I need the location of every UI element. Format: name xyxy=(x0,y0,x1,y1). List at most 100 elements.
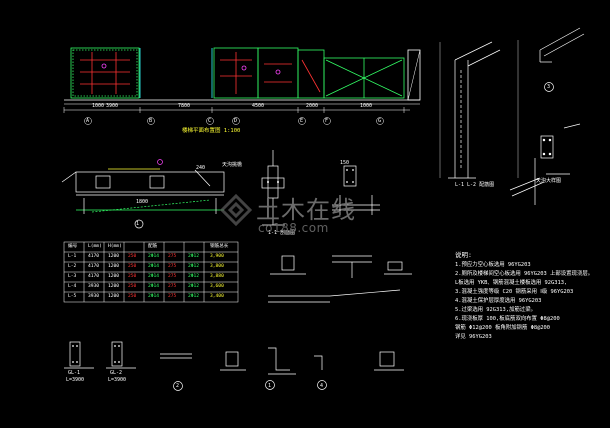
beam-section-right xyxy=(534,123,581,205)
table-cell: L-2 xyxy=(68,264,77,269)
axis-label: C xyxy=(208,118,212,124)
section-dim: 1800 xyxy=(136,199,149,205)
table-cell: 250 xyxy=(128,274,137,279)
table-cell: 3930 xyxy=(88,284,100,289)
table-cell: 2Φ12 xyxy=(188,254,200,259)
watermark-url: co188.com xyxy=(258,221,329,235)
slab-detail-sections xyxy=(268,255,412,303)
table-cell: 275 xyxy=(168,284,177,289)
note-line: L板选用 YKB、钢筋混凝土楼板选用 92G313, xyxy=(455,280,568,286)
dim-text: 1000 xyxy=(360,103,373,109)
detail-circle-label: 1 xyxy=(136,221,140,227)
table-header: 配筋 xyxy=(148,244,158,249)
detail-caption: GL-2 xyxy=(110,370,123,376)
column-elevation xyxy=(439,40,545,197)
table-cell: L-4 xyxy=(68,284,77,289)
axis-label: A xyxy=(86,118,90,124)
dim-text: 7800 xyxy=(178,103,191,109)
note-line: 5.过梁选用 92G313,加筋过梁。 xyxy=(455,307,536,313)
dim-text: 4500 xyxy=(252,103,265,109)
note-line: 6.现浇板厚 100,板底筋双向布置 Φ8@200 xyxy=(455,316,560,322)
gutter-caption: 天沟大样图 xyxy=(536,178,562,184)
dim-text: 3900 xyxy=(106,103,119,109)
table-cell: L-1 xyxy=(68,254,77,259)
table-cell: 2Φ12 xyxy=(188,284,200,289)
section-details-bottom xyxy=(160,347,404,391)
column-detail-1-1 xyxy=(261,150,285,226)
table-cell: 2Φ14 xyxy=(148,284,160,289)
axis-label: B xyxy=(149,118,153,124)
section-dim: 240 xyxy=(196,165,206,171)
table-cell: 2Φ14 xyxy=(148,294,160,299)
table-cell: 2Φ12 xyxy=(188,294,200,299)
dim-text: 1000 xyxy=(92,103,105,109)
table-cell: 250 xyxy=(128,254,137,259)
table-cell: 1200 xyxy=(108,294,120,299)
detail-caption: GL-1 xyxy=(68,370,81,376)
table-cell: 3,900 xyxy=(210,254,224,259)
note-line: 2.厕所及楼梯间空心板选用 96YG203 上部设置现浇层。 xyxy=(455,271,594,277)
dim-text: 2000 xyxy=(306,103,319,109)
beam-section-small xyxy=(332,165,380,215)
floor-plan xyxy=(63,47,421,125)
table-cell: 3,400 xyxy=(210,294,224,299)
table-cell: L-5 xyxy=(68,294,77,299)
note-line: 3.混凝土强度等级 C20 钢筋采用 Ⅰ级 96YG203 xyxy=(455,289,574,295)
table-cell: 2Φ12 xyxy=(188,274,200,279)
table-cell: 2Φ12 xyxy=(188,264,200,269)
table-cell: 275 xyxy=(168,264,177,269)
table-cell: 275 xyxy=(168,274,177,279)
table-cell: 1200 xyxy=(108,274,120,279)
column-caption: L-1 L-2 配筋图 xyxy=(455,182,495,188)
table-cell: 2Φ14 xyxy=(148,264,160,269)
table-cell: 1200 xyxy=(108,254,120,259)
notes-title: 说明: xyxy=(455,251,472,259)
detail-circle-label: 1 xyxy=(268,383,272,389)
roof-gutter-detail xyxy=(539,27,585,92)
table-cell: 250 xyxy=(128,284,137,289)
section-dim: 150 xyxy=(340,160,350,166)
note-line: 钢筋 Φ12@200 板角附加钢筋 Φ8@200 xyxy=(455,325,551,331)
watermark-brand: 土木在线 xyxy=(256,196,356,224)
table-header: H(mm) xyxy=(108,244,122,249)
table-cell: 2Φ14 xyxy=(148,274,160,279)
note-line: 详见 96YG203 xyxy=(455,334,492,340)
table-cell: L-3 xyxy=(68,274,77,279)
table-cell: 3,880 xyxy=(210,274,224,279)
beam-section-elevation xyxy=(61,159,225,229)
table-header: 编号 xyxy=(68,244,78,249)
table-cell: 250 xyxy=(128,264,137,269)
section-label-left: 天沟挑檐 xyxy=(222,162,243,168)
table-cell: 4170 xyxy=(88,264,100,269)
plan-caption: 楼梯平面布置图 1:100 xyxy=(182,128,241,134)
table-cell: 2Φ14 xyxy=(148,254,160,259)
detail-dim: L=3900 xyxy=(66,377,85,383)
table-cell: 250 xyxy=(128,294,137,299)
table-cell: 4170 xyxy=(88,254,100,259)
beam-schedule-grid xyxy=(63,241,239,303)
axis-label: E xyxy=(300,118,304,124)
table-cell: 1200 xyxy=(108,264,120,269)
lintel-details xyxy=(64,341,136,369)
table-cell: 4170 xyxy=(88,274,100,279)
watermark-logo-icon xyxy=(219,193,253,227)
table-cell: 3930 xyxy=(88,294,100,299)
note-line: 1.预应力空心板选用 96YG203 xyxy=(455,262,531,268)
note-line: 4.混凝土保护层厚度选用 96YG203 xyxy=(455,298,542,304)
detail-circle-label: 3 xyxy=(547,84,551,90)
axis-label: G xyxy=(378,118,382,124)
axis-label: F xyxy=(325,118,329,124)
table-cell: 3,800 xyxy=(210,264,224,269)
table-cell: 1200 xyxy=(108,284,120,289)
table-cell: 3,600 xyxy=(210,284,224,289)
table-cell: 275 xyxy=(168,254,177,259)
table-cell: 275 xyxy=(168,294,177,299)
detail-circle-label: 4 xyxy=(320,383,324,389)
axis-label: D xyxy=(234,118,238,124)
detail-dim: L=3900 xyxy=(108,377,127,383)
detail-circle-label: 2 xyxy=(176,383,180,389)
table-header: L(mm) xyxy=(88,244,102,249)
section-caption: 1-1 剖面图 xyxy=(268,230,296,236)
table-header: 钢筋总长 xyxy=(210,244,229,249)
